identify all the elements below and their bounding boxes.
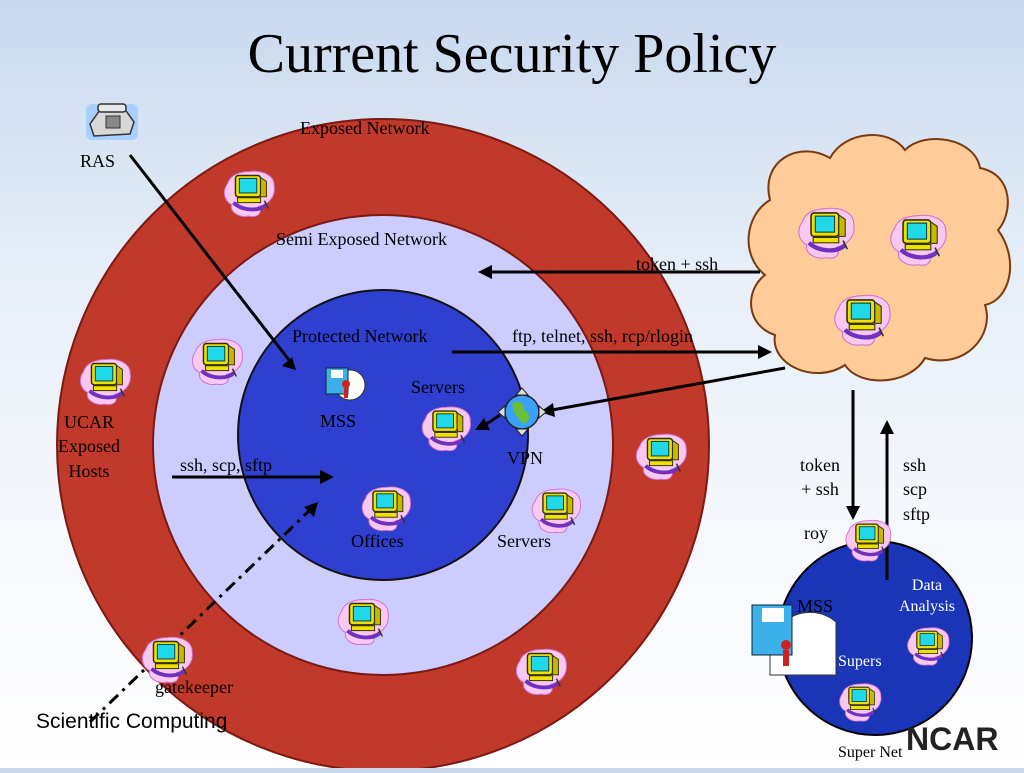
flow-arrows	[88, 154, 894, 724]
disk-icon	[325, 367, 366, 401]
cloud-vpn-arrow	[551, 366, 786, 412]
token-ssh-down-label: token + ssh	[790, 453, 850, 502]
ssh-line: scp	[903, 479, 927, 500]
ssh-scp-sftp-flow-label: ssh, scp, sftp	[180, 455, 273, 475]
ftp-telnet-flow-label: ftp, telnet, ssh, rcp/rlogin	[512, 326, 693, 346]
super-net-label: Super Net	[838, 744, 903, 761]
ssh-scp-sftp-up-label: ssh scp sftp	[903, 453, 930, 526]
offices-label: Offices	[351, 531, 404, 551]
ucar-label-line: Exposed	[58, 436, 120, 457]
telephone-icon	[86, 103, 138, 140]
token-line: token	[800, 455, 840, 475]
supers-label: Supers	[838, 653, 882, 670]
ras-arrow	[128, 154, 291, 361]
page-title: Current Security Policy	[247, 23, 777, 85]
ssh-line: sftp	[903, 503, 930, 524]
ras-label: RAS	[80, 151, 116, 171]
vpn-label: VPN	[507, 448, 544, 468]
roy-label: roy	[804, 523, 828, 543]
ucar-exposed-hosts-label: UCAR Exposed Hosts	[58, 410, 120, 483]
cloud-icon	[747, 134, 1012, 382]
globe-icon	[497, 387, 547, 437]
mss-label: MSS	[320, 411, 357, 431]
data-analysis-label: Data Analysis	[888, 576, 966, 618]
data-analysis-line: Analysis	[899, 597, 955, 615]
super-net-mss-label: MSS	[797, 596, 834, 616]
exposed-network-label: Exposed Network	[300, 118, 430, 138]
disk-icon	[751, 604, 837, 676]
semi-exposed-network-label: Semi Exposed Network	[276, 229, 447, 249]
gatekeeper-dashed-arrow	[88, 508, 312, 724]
servers-label: Servers	[497, 531, 551, 551]
ncar-logo: NCAR	[906, 721, 999, 757]
data-analysis-line: Data	[911, 577, 943, 594]
gatekeeper-label: gatekeeper	[155, 677, 233, 697]
servers-label: Servers	[411, 377, 465, 397]
vpn-servers-arrow	[484, 413, 501, 427]
ucar-label-line: Hosts	[68, 460, 110, 481]
token-line: + ssh	[801, 479, 839, 500]
token-ssh-flow-label: token + ssh	[636, 254, 719, 274]
scientific-computing-label: Scientific Computing	[36, 710, 228, 733]
ssh-line: ssh	[903, 455, 927, 475]
protected-network-label: Protected Network	[292, 326, 428, 346]
ucar-label-line: UCAR	[63, 412, 114, 432]
